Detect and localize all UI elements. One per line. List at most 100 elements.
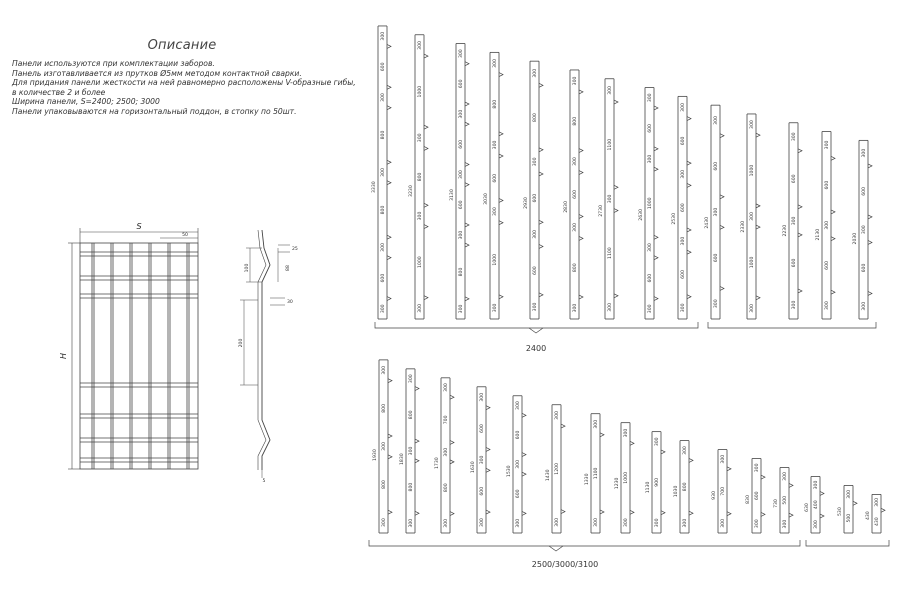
segment-label: 300 [532, 230, 538, 239]
segment-label: 300 [754, 463, 760, 472]
segment-label: 300 [492, 207, 498, 216]
bend-mark [613, 184, 619, 190]
bend-mark [386, 296, 392, 301]
segment-label: 700 [443, 415, 449, 424]
top-panel-row: 3006003008003008003006003003330300100030… [371, 25, 873, 320]
segment-label: 1000 [647, 197, 653, 209]
panel-outline [79, 242, 199, 470]
bend-mark [464, 61, 470, 67]
segment-label: 1000 [417, 256, 423, 268]
panel-height-label: 430 [865, 511, 871, 520]
segment-label: 800 [572, 117, 578, 126]
segment-label: 300 [554, 411, 560, 420]
segment-label: 600 [713, 253, 719, 262]
bend-mark [464, 101, 470, 107]
bend-mark [449, 459, 455, 465]
panel-height-label: 2530 [671, 213, 677, 225]
segment-label: 300 [824, 221, 830, 230]
bend-mark [498, 72, 504, 77]
segment-label: 300 [515, 519, 521, 528]
panel-front-view [68, 228, 199, 470]
bend-mark [613, 99, 619, 105]
bend-mark [660, 510, 666, 516]
segment-label: 300 [515, 401, 521, 410]
bend-mark [830, 289, 836, 295]
bend-mark [498, 294, 504, 300]
bend-mark [653, 235, 659, 240]
segment-label: 300 [623, 518, 629, 527]
segment-label: 800 [380, 131, 386, 140]
bend-mark [521, 471, 527, 477]
segment-label: 600 [647, 124, 653, 133]
bend-mark [578, 236, 584, 241]
bend-mark [819, 513, 825, 519]
bend-mark [719, 225, 725, 230]
bend-mark [414, 438, 420, 444]
profile-dim-label: 88 [285, 265, 291, 271]
description-line: в количестве 2 и более [12, 87, 106, 97]
panel-height-label: 2730 [598, 205, 604, 217]
bend-mark [797, 232, 803, 238]
segment-label: 300 [572, 76, 578, 85]
bend-mark [686, 160, 692, 166]
panel-height-label: 730 [773, 499, 779, 508]
segment-label: 1100 [607, 139, 613, 151]
segment-label: 600 [680, 203, 686, 212]
bend-mark [613, 208, 619, 213]
segment-label: 300 [647, 304, 653, 313]
segment-label: 300 [380, 32, 386, 41]
bend-mark [613, 293, 619, 299]
bend-mark [521, 413, 527, 418]
panel-height-label: 1630 [470, 461, 476, 473]
profile-outline [261, 229, 271, 470]
group-label-2400: 2400 [526, 344, 546, 353]
segment-label: 300 [381, 366, 387, 375]
segment-label: 300 [479, 518, 485, 527]
panel-width-label: S [136, 222, 141, 231]
segment-label: 300 [754, 519, 760, 528]
segment-label: 300 [791, 301, 797, 310]
bend-mark [386, 234, 392, 240]
segment-label: 1000 [749, 165, 755, 177]
segment-label: 1000 [749, 257, 755, 269]
segment-label: 300 [458, 231, 464, 240]
bend-mark [688, 458, 694, 463]
bend-mark [788, 483, 794, 488]
segment-label: 600 [791, 258, 797, 267]
segment-label: 300 [443, 519, 449, 528]
segment-label: 300 [607, 86, 613, 95]
segment-label: 800 [381, 404, 387, 413]
bend-mark [538, 147, 544, 153]
segment-label: 300 [408, 374, 414, 383]
bend-mark [498, 198, 504, 203]
segment-label: 300 [607, 194, 613, 203]
segment-label: 300 [492, 140, 498, 149]
panel-edge-label: 50 [182, 232, 188, 238]
bend-mark [819, 491, 825, 496]
bend-mark [464, 121, 470, 127]
bend-mark [867, 163, 873, 169]
panel-height-label: 2030 [852, 233, 858, 245]
segment-label: 1000 [623, 472, 629, 484]
segment-label: 600 [492, 174, 498, 183]
segment-label: 1100 [607, 247, 613, 259]
segment-label: 300 [824, 301, 830, 310]
group-label-2500-3000-3100: 2500/3000/3100 [532, 560, 598, 569]
segment-label: 800 [458, 268, 464, 277]
panel-dimension-lines [68, 228, 199, 470]
bend-mark [788, 512, 794, 518]
bend-mark [560, 423, 566, 429]
bend-mark [521, 452, 527, 457]
bend-mark [464, 162, 470, 167]
bend-mark [830, 156, 836, 161]
